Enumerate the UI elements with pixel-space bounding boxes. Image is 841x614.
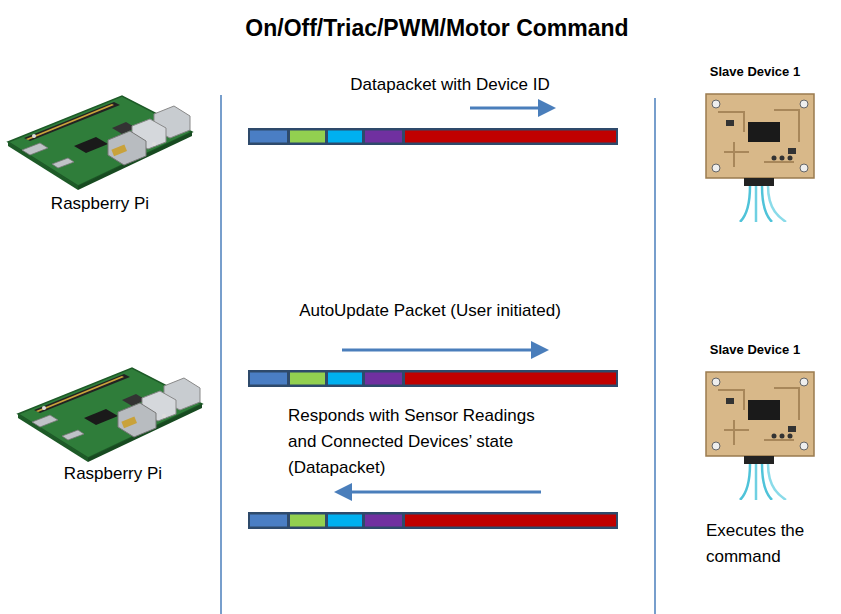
note-label: Executes the command bbox=[706, 518, 828, 570]
packet-bar bbox=[248, 128, 618, 145]
slave-device: Slave Device 1 bbox=[680, 340, 830, 506]
raspberry-pi: Raspberry Pi bbox=[10, 356, 210, 488]
arrow bbox=[470, 99, 556, 117]
arrow-label: Datapacket with Device ID bbox=[300, 72, 600, 98]
device-label: Slave Device 1 bbox=[677, 342, 833, 357]
raspberry-pi-illustration bbox=[4, 84, 194, 194]
divider-line bbox=[654, 98, 656, 614]
diagram-title: On/Off/Triac/PWM/Motor Command bbox=[80, 15, 794, 42]
pcb-illustration bbox=[704, 370, 816, 500]
divider-line bbox=[220, 95, 222, 614]
device-label: Raspberry Pi bbox=[7, 464, 219, 484]
pcb-illustration bbox=[704, 92, 816, 222]
packet-bar bbox=[248, 512, 618, 529]
slave-device: Slave Device 1 bbox=[680, 62, 830, 228]
packet-bar bbox=[248, 370, 618, 387]
device-label: Raspberry Pi bbox=[0, 194, 203, 214]
arrow bbox=[334, 483, 541, 501]
device-label: Slave Device 1 bbox=[677, 64, 833, 79]
raspberry-pi-illustration bbox=[14, 356, 204, 466]
arrow-label: Responds with Sensor Readings and Connec… bbox=[288, 403, 550, 481]
arrow bbox=[342, 341, 549, 359]
raspberry-pi: Raspberry Pi bbox=[0, 84, 200, 218]
arrow-label: AutoUpdate Packet (User initiated) bbox=[260, 298, 600, 324]
